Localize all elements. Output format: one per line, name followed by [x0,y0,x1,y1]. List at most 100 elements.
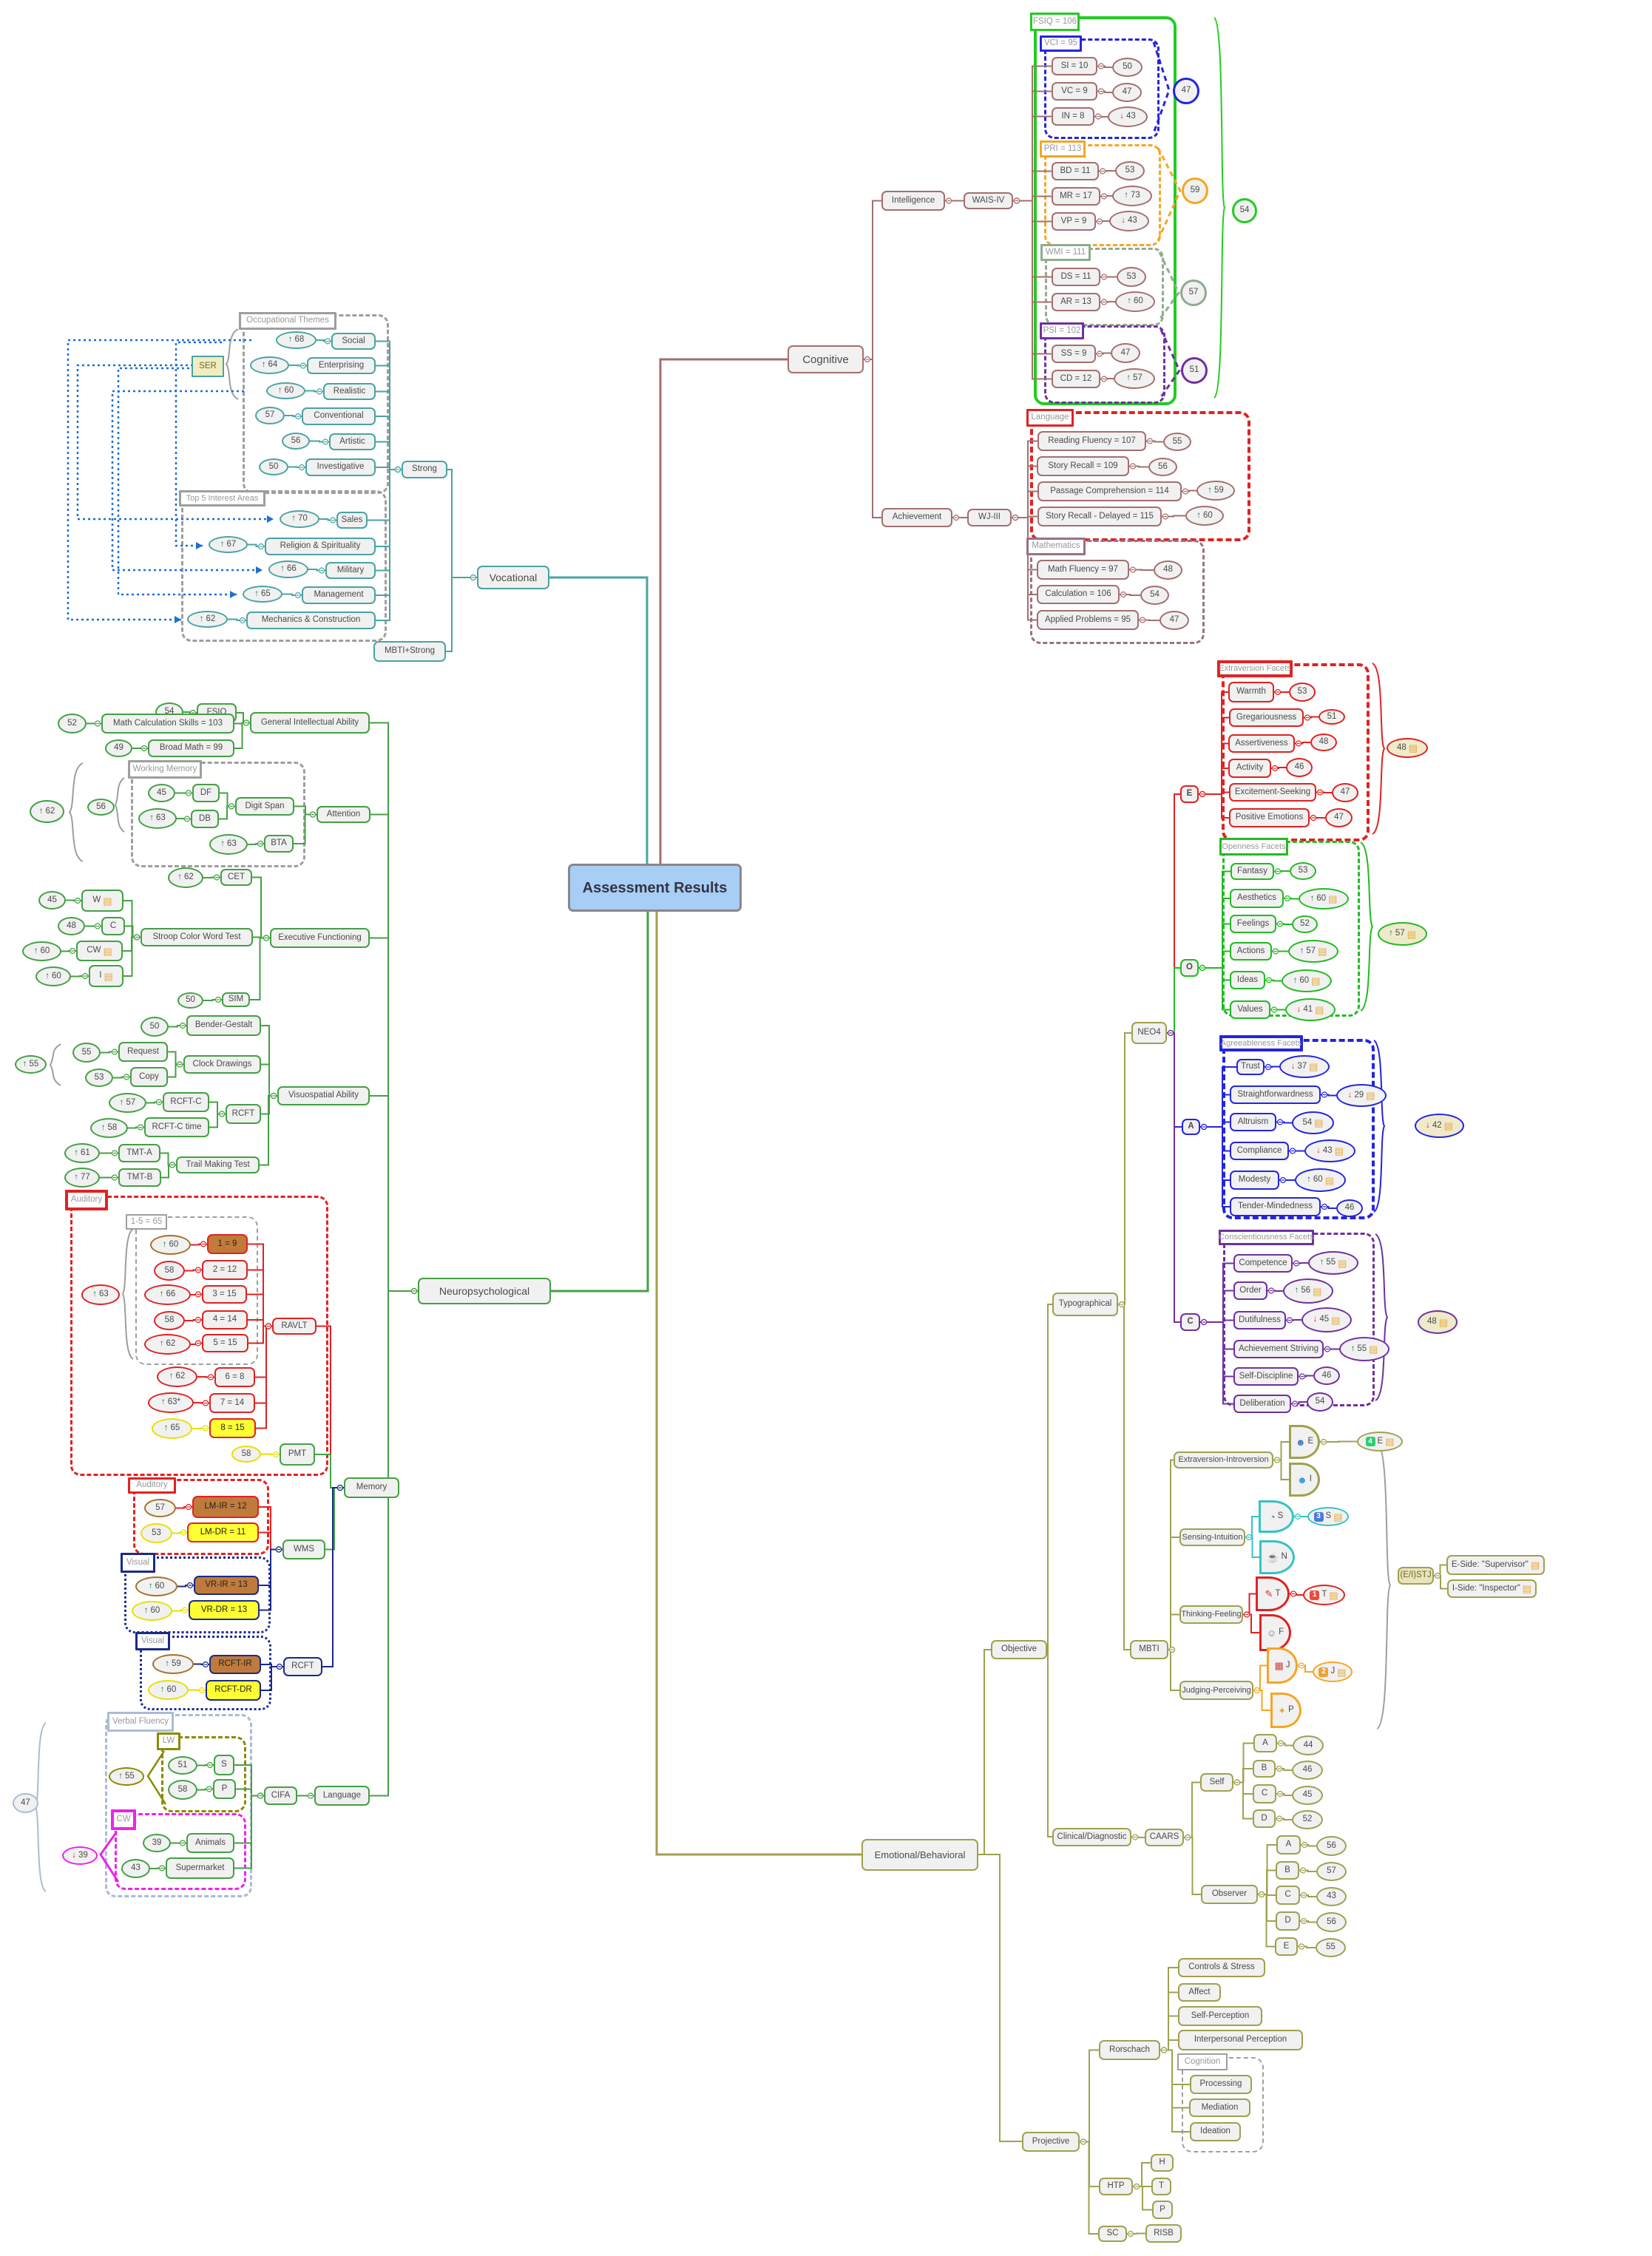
node-vrd[interactable]: VR-DR = 13 [189,1600,260,1620]
node-comtv[interactable]: ↑55▤ [1308,1251,1358,1275]
node-self[interactable]: Self [1200,1773,1233,1792]
node-priS[interactable]: 59 [1182,177,1208,204]
node-rf[interactable]: Reading Fluency = 107 [1037,431,1146,451]
node-sdis[interactable]: Self-Discipline [1233,1367,1299,1386]
node-vcv[interactable]: 47 [1112,83,1142,102]
node-reav[interactable]: ↑60 [266,382,305,399]
node-r3[interactable]: 3 = 15 [202,1285,247,1304]
node-rcd[interactable]: RCFT-DR [206,1680,261,1701]
node-warm[interactable]: Warmth [1228,682,1274,702]
node-exec[interactable]: Executive Functioning [270,928,370,948]
node-r2[interactable]: 2 = 12 [202,1260,248,1280]
node-wmL[interactable]: Working Memory [128,760,202,779]
node-tb[interactable]: TMT-B [118,1168,161,1187]
node-aestv[interactable]: ↑60▤ [1299,888,1349,909]
node-warmv[interactable]: 53 [1289,682,1316,702]
node-c47[interactable]: 47 [13,1793,38,1813]
node-rfv[interactable]: 55 [1163,433,1191,451]
node-lang2[interactable]: Language [314,1786,370,1806]
node-ds[interactable]: DS = 11 [1052,268,1100,286]
node-hb[interactable]: H [1151,2154,1174,2172]
node-pcv[interactable]: ↑59 [1196,481,1235,501]
node-cetv[interactable]: ↑62 [168,867,203,888]
node-r4v[interactable]: 58 [154,1311,185,1330]
node-spv[interactable]: 43 [121,1859,150,1878]
node-rt[interactable]: RCFT-C time [144,1117,209,1137]
node-wms[interactable]: WMS [282,1539,325,1559]
node-pfan[interactable]: ✦P [1270,1693,1301,1728]
node-strav[interactable]: ↓29▤ [1336,1084,1387,1107]
node-r1[interactable]: 1 = 9 [207,1234,248,1254]
node-sp[interactable]: Supermarket [166,1857,234,1879]
node-pb[interactable]: P [213,1779,236,1799]
node-sfan[interactable]: ◔S [1259,1500,1294,1533]
node-greg[interactable]: Gregariousness [1229,708,1304,727]
node-sal[interactable]: Sales [336,512,368,529]
node-ent[interactable]: Enterprising [307,357,376,374]
node-artv[interactable]: 56 [282,433,310,450]
node-exci[interactable]: Excitement-Seeking [1229,783,1316,802]
node-dsv[interactable]: 53 [1117,267,1146,287]
node-milv[interactable]: ↑66 [268,560,308,578]
node-sensint[interactable]: Sensing-Intuition [1179,1528,1245,1546]
node-comt[interactable]: Competence [1233,1254,1293,1273]
node-tru[interactable]: Trust [1236,1059,1265,1075]
node-eL[interactable]: E [1180,785,1199,803]
node-sdisv[interactable]: 46 [1313,1366,1340,1385]
node-gregv[interactable]: 51 [1318,709,1345,725]
node-mecv[interactable]: ↑62 [187,611,228,628]
node-od[interactable]: D [1276,1911,1300,1931]
node-siv[interactable]: 50 [1112,58,1142,77]
node-feelv[interactable]: 52 [1292,915,1318,933]
node-a62[interactable]: ↑62 [30,800,64,823]
node-activ[interactable]: Activity [1228,759,1271,778]
node-pb2[interactable]: P [1152,2201,1173,2219]
node-altrv[interactable]: 54▤ [1292,1111,1334,1134]
node-fsiqS[interactable]: 54 [1232,198,1257,223]
node-strong[interactable]: Strong [402,461,447,478]
node-an[interactable]: Animals [186,1833,234,1853]
node-invv[interactable]: 50 [259,458,288,475]
node-pmt[interactable]: PMT [280,1443,315,1466]
node-wb[interactable]: W▤ [81,890,123,912]
node-iv[interactable]: ↑60 [35,966,71,986]
node-memory[interactable]: Memory [344,1477,399,1498]
node-copv[interactable]: 53 [85,1068,113,1087]
node-rtv[interactable]: ↑58 [90,1118,128,1138]
node-mbti[interactable]: MBTI [1130,1640,1168,1659]
node-r5[interactable]: 5 = 15 [202,1334,248,1352]
node-cdv[interactable]: ↑57 [1114,368,1155,389]
node-extL[interactable]: Extraversion Facets [1217,660,1293,677]
node-rcft2[interactable]: RCFT [283,1657,322,1676]
node-sdv2[interactable]: 52 [1292,1810,1323,1829]
node-selfp[interactable]: Self-Perception [1178,2006,1262,2026]
node-cL[interactable]: C [1180,1313,1200,1331]
node-sbx[interactable]: B [1253,1760,1276,1778]
node-obs[interactable]: Observer [1201,1885,1258,1904]
node-ser[interactable]: SER [192,356,224,377]
node-priL[interactable]: PRI = 113 [1040,140,1086,157]
node-opnL[interactable]: Openness Facets [1219,838,1288,856]
node-ravlt[interactable]: RAVLT [272,1318,316,1335]
node-sb[interactable]: S [214,1755,234,1775]
node-ctr[interactable]: Assessment Results [568,864,742,912]
node-vis2L[interactable]: Visual [135,1632,170,1650]
node-mathL[interactable]: Mathematics [1026,538,1086,555]
node-lmiv[interactable]: 57 [144,1499,176,1517]
node-salv[interactable]: ↑70 [280,510,319,528]
node-eside[interactable]: E-Side: "Supervisor"▤ [1446,1555,1545,1575]
node-socv[interactable]: ↑68 [276,331,316,349]
node-wmiL[interactable]: WMI = 111 [1040,244,1091,261]
node-soc[interactable]: Social [331,333,376,350]
node-a55[interactable]: ↑55 [15,1055,47,1074]
node-cwv[interactable]: ↑60 [22,941,61,961]
node-asum[interactable]: ↓42▤ [1415,1114,1464,1138]
node-r7[interactable]: 7 = 14 [209,1393,255,1413]
node-wv[interactable]: 45 [38,891,66,909]
node-r6[interactable]: 6 = 8 [214,1367,255,1387]
node-calc[interactable]: Calculation = 106 [1037,585,1120,604]
node-ob[interactable]: B [1276,1861,1299,1880]
node-deli[interactable]: Deliberation [1233,1395,1291,1413]
